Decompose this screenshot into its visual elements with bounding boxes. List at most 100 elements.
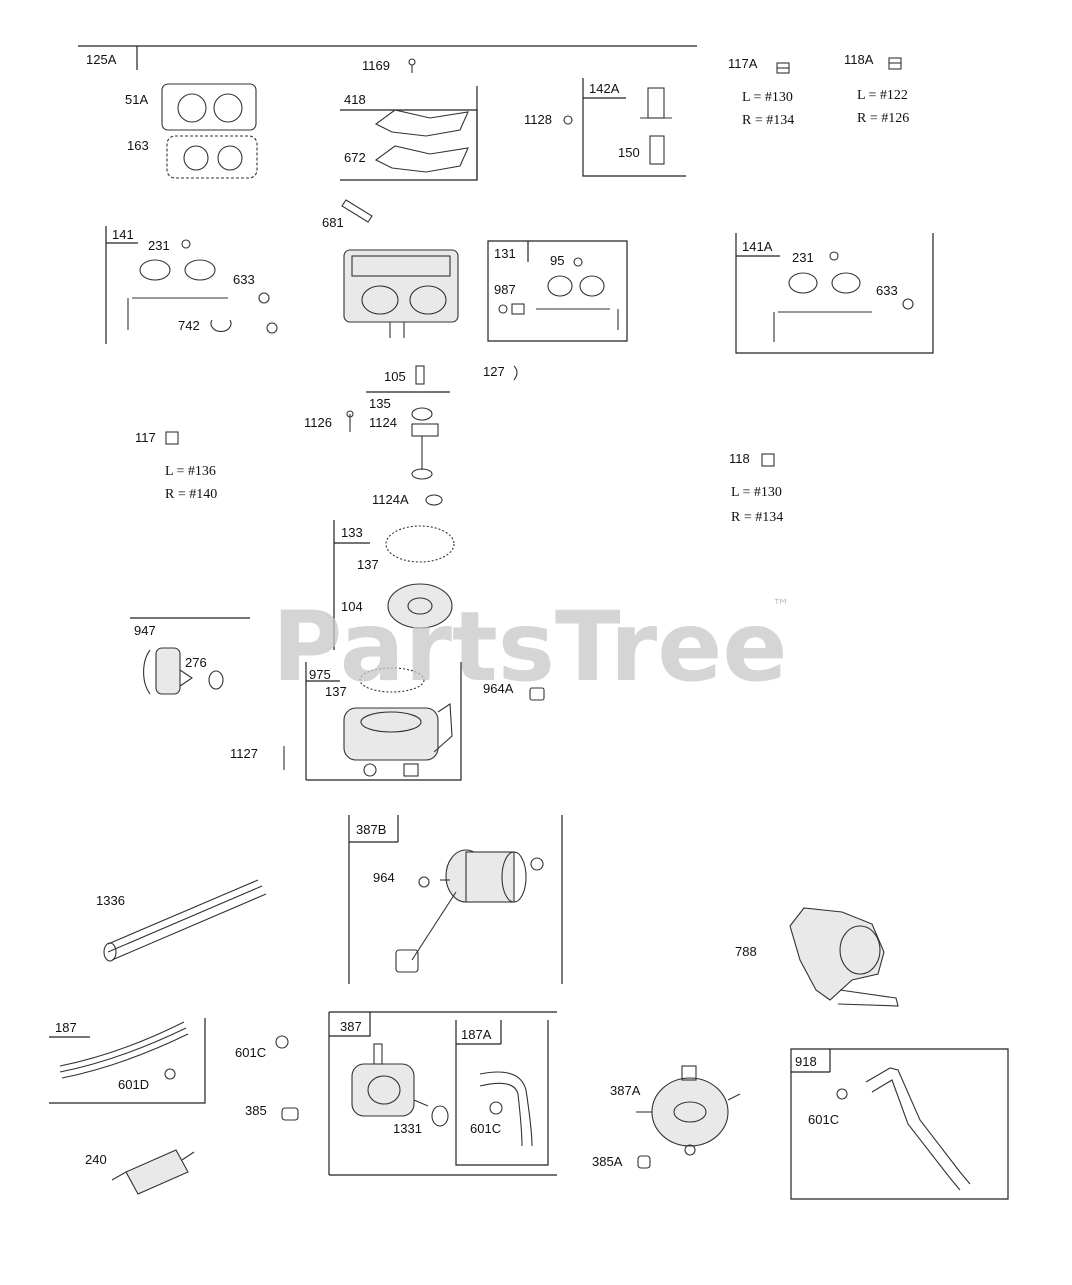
nut-icon — [529, 687, 545, 701]
carburetor-icon — [343, 249, 459, 338]
label-387: 387 — [340, 1019, 362, 1034]
label-385A: 385A — [592, 1154, 623, 1169]
note-117-left: L = #136 — [165, 464, 216, 479]
nut-icon — [776, 62, 790, 74]
note-118A-left: L = #122 — [857, 88, 908, 103]
part-drawings — [59, 57, 971, 1195]
label-150: 150 — [618, 145, 640, 160]
solenoid-icon — [143, 647, 224, 695]
jet-icon — [415, 365, 425, 385]
label-987: 987 — [494, 282, 516, 297]
hose-icon — [59, 1021, 189, 1080]
fuel-pump-icon — [351, 1043, 449, 1127]
note-118-left: L = #130 — [731, 485, 782, 500]
label-1124: 1124 — [369, 415, 397, 430]
watermark-trademark: ™ — [772, 596, 790, 617]
label-117: 117 — [135, 430, 156, 445]
label-141A: 141A — [742, 239, 773, 254]
label-1331: 1331 — [393, 1121, 422, 1136]
hose-icon — [479, 1071, 533, 1147]
label-418: 418 — [344, 92, 366, 107]
label-387B: 387B — [356, 822, 386, 837]
label-163: 163 — [127, 138, 149, 153]
hose-icon — [836, 1067, 971, 1191]
label-95: 95 — [550, 253, 564, 268]
label-127: 127 — [483, 364, 505, 379]
diaphragm-icon — [498, 257, 619, 330]
label-141: 141 — [112, 227, 134, 242]
label-1169: 1169 — [362, 58, 390, 73]
label-681: 681 — [322, 215, 344, 230]
label-118: 118 — [729, 451, 750, 466]
label-1128: 1128 — [524, 112, 552, 127]
nut-icon — [761, 453, 775, 467]
label-105: 105 — [384, 369, 406, 384]
screw-icon — [563, 115, 573, 125]
clamp-icon — [275, 1035, 289, 1049]
label-385: 385 — [245, 1103, 267, 1118]
plate-icon — [649, 135, 665, 165]
screw-icon — [346, 410, 354, 432]
screw-icon — [408, 58, 416, 73]
diaphragm-icon — [773, 251, 914, 342]
section-frames — [49, 45, 1009, 1200]
label-125A: 125A — [86, 52, 117, 67]
label-947: 947 — [134, 623, 156, 638]
label-142A: 142A — [589, 81, 620, 96]
label-672: 672 — [344, 150, 366, 165]
part-labels: 125A 1169 117A 118A 51A 163 418 672 142A… — [55, 52, 898, 1169]
fuel-pump-icon — [636, 1065, 741, 1169]
label-276: 276 — [185, 655, 207, 670]
label-133: 133 — [341, 525, 363, 540]
label-742: 742 — [178, 318, 200, 333]
bracket-icon — [640, 87, 672, 119]
label-187: 187 — [55, 1020, 77, 1035]
gasket-icon — [166, 135, 258, 179]
label-601D: 601D — [118, 1077, 149, 1092]
fuel-pump-icon — [789, 907, 899, 1007]
label-964: 964 — [373, 870, 395, 885]
gasket-icon — [161, 83, 257, 131]
label-1126: 1126 — [304, 415, 332, 430]
hose-icon — [103, 879, 267, 962]
label-231-b: 231 — [792, 250, 814, 265]
gasket-icon — [374, 145, 469, 173]
label-137-a: 137 — [357, 557, 379, 572]
label-975: 975 — [309, 667, 331, 682]
label-131: 131 — [494, 246, 516, 261]
label-1124A: 1124A — [372, 492, 409, 507]
label-137-b: 137 — [325, 684, 347, 699]
fitting-icon — [281, 1107, 299, 1121]
label-387A: 387A — [610, 1083, 641, 1098]
note-118-right: R = #134 — [731, 510, 783, 525]
label-187A: 187A — [461, 1027, 492, 1042]
label-633-a: 633 — [233, 272, 255, 287]
needle-icon — [341, 199, 373, 223]
float-icon — [387, 583, 453, 629]
clip-icon — [513, 365, 518, 381]
watermark: PartsTree ™ — [272, 591, 790, 703]
note-117-right: R = #140 — [165, 487, 217, 502]
label-633-b: 633 — [876, 283, 898, 298]
note-118A-right: R = #126 — [857, 111, 909, 126]
label-918: 918 — [795, 1054, 817, 1069]
label-231-a: 231 — [148, 238, 170, 253]
note-117A-right: R = #134 — [742, 113, 794, 128]
float-bowl-icon — [343, 667, 453, 777]
label-51A: 51A — [125, 92, 148, 107]
gasket-icon — [374, 109, 469, 137]
nut-icon — [165, 431, 179, 445]
diaphragm-icon — [127, 239, 278, 334]
watermark-brand: PartsTree — [272, 591, 787, 703]
nut-icon — [888, 57, 902, 70]
label-135: 135 — [369, 396, 391, 411]
label-601C-c: 601C — [808, 1112, 839, 1127]
label-240: 240 — [85, 1152, 107, 1167]
note-117A-left: L = #130 — [742, 90, 793, 105]
label-117A: 117A — [728, 56, 758, 71]
o-ring-icon — [385, 525, 455, 563]
label-788: 788 — [735, 944, 757, 959]
label-1336: 1336 — [96, 893, 125, 908]
